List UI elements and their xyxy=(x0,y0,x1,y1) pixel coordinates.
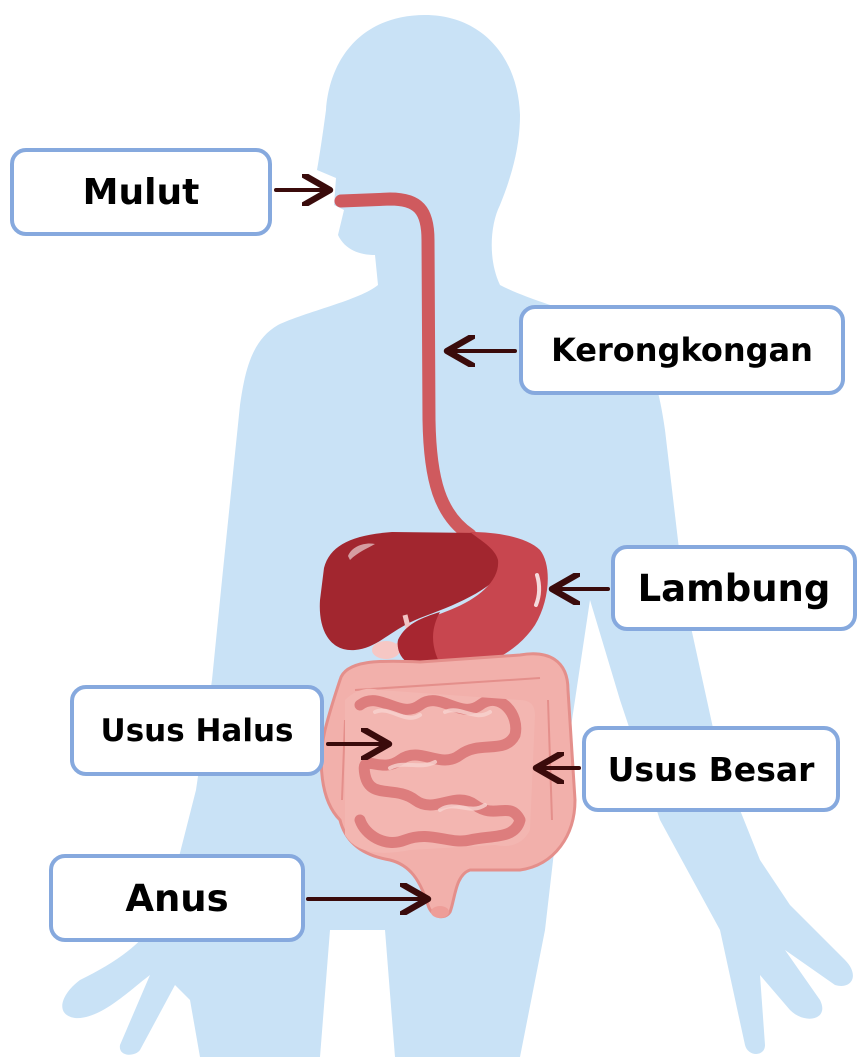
label-mulut: Mulut xyxy=(10,148,272,236)
label-usus-besar-text: Usus Besar xyxy=(608,750,815,789)
anus-tip xyxy=(431,906,449,918)
label-usus-halus-text: Usus Halus xyxy=(101,713,294,749)
label-kerongkongan-text: Kerongkongan xyxy=(551,331,813,369)
small-intestine xyxy=(345,685,540,855)
label-lambung: Lambung xyxy=(611,545,857,631)
label-usus-halus: Usus Halus xyxy=(70,685,324,776)
label-lambung-text: Lambung xyxy=(638,567,831,610)
label-mulut-text: Mulut xyxy=(83,172,200,213)
label-kerongkongan: Kerongkongan xyxy=(519,305,845,395)
label-usus-besar: Usus Besar xyxy=(582,726,840,812)
label-anus: Anus xyxy=(49,854,305,942)
label-anus-text: Anus xyxy=(125,877,228,920)
